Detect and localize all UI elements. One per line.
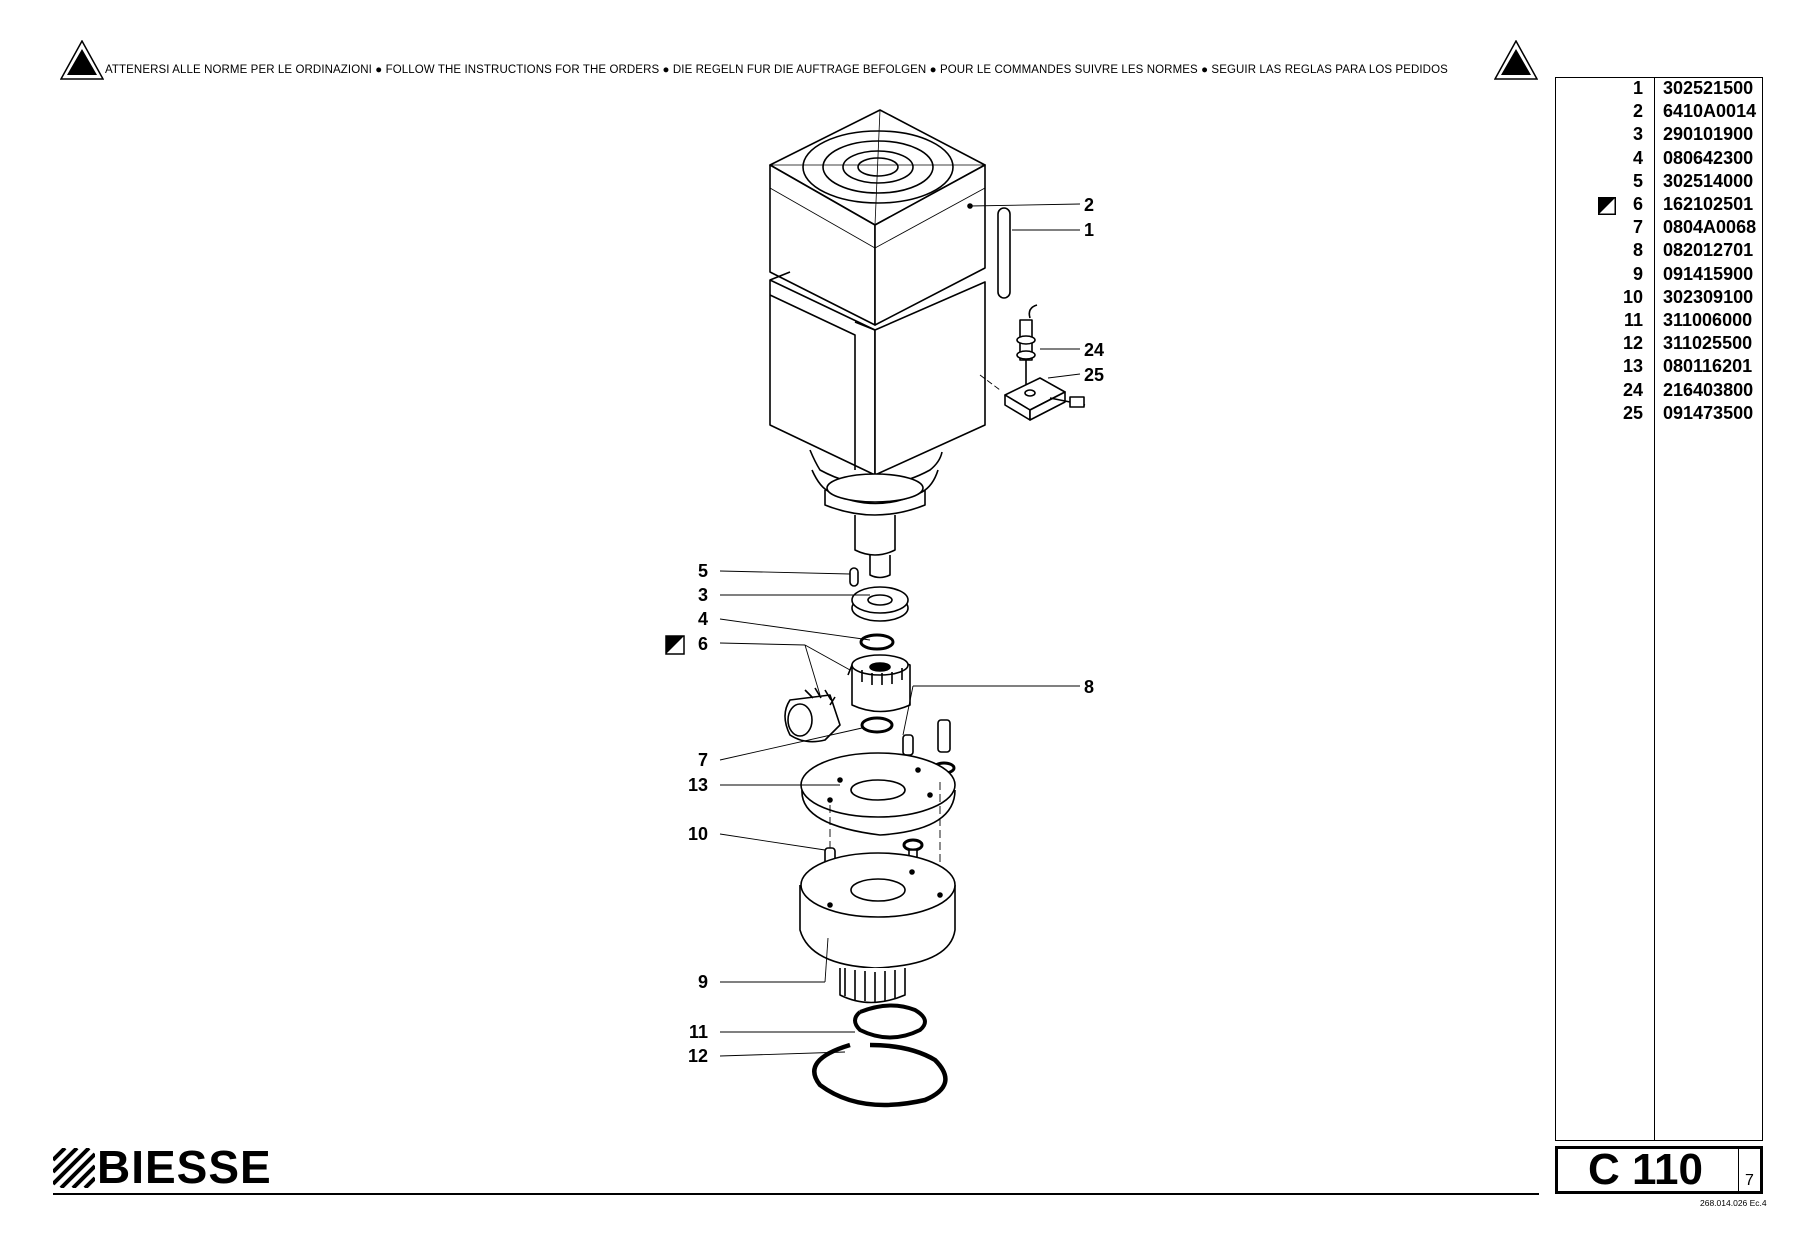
parts-row: 25 091473500 [1556, 403, 1764, 426]
key-part-1 [997, 207, 1011, 299]
washer-part-7 [860, 716, 894, 734]
parts-row: 10 302309100 [1556, 287, 1764, 310]
flange-plate [800, 752, 956, 836]
parts-list-table: 1 302521500 2 6410A0014 3 290101900 4 080642300… [1555, 77, 1763, 1141]
callout-7: 7 [698, 750, 708, 770]
warning-triangle-icon-right [1494, 40, 1538, 80]
proximity-sensor [1016, 304, 1038, 388]
parts-row: 24 216403800 [1556, 380, 1764, 403]
part-code: 311006000 [1663, 310, 1753, 330]
callout-9: 9 [698, 972, 708, 992]
part-position: 1 [1632, 78, 1643, 98]
callout-4: 4 [698, 609, 708, 629]
parts-row: 4 080642300 [1556, 148, 1764, 171]
page-number: 7 [1745, 1172, 1754, 1189]
part-position: 7 [1632, 217, 1643, 238]
part-code: 302514000 [1663, 170, 1754, 191]
callout-8: 8 [1084, 677, 1094, 697]
part-code: 162102501 [1663, 194, 1754, 214]
order-instructions: ATTENERSI ALLE NORME PER LE ORDINAZIONI … [105, 64, 1448, 76]
part-code: 082012701 [1663, 240, 1754, 261]
callout-11: 11 [689, 1022, 708, 1042]
part-position: 6 [1632, 194, 1643, 214]
parts-row: 1 302521500 [1556, 78, 1764, 101]
part-code: 311025500 [1663, 333, 1753, 354]
drawing-code: C 110 [1588, 1145, 1703, 1194]
part-position: 3 [1632, 124, 1643, 145]
callout-10: 10 [688, 824, 708, 844]
part-position: 11 [1623, 310, 1643, 330]
part-position: 10 [1622, 286, 1643, 307]
part-marker-icon [1598, 197, 1616, 215]
parts-row: 5 302514000 [1556, 171, 1764, 194]
parts-row: 8 082012701 [1556, 240, 1764, 263]
sensor-bracket [979, 374, 1086, 421]
callout-3: 3 [698, 585, 708, 605]
parts-row: 3 290101900 [1556, 124, 1764, 147]
parts-row: 11 311006000 [1556, 310, 1764, 333]
biesse-logo: BIESSE [53, 1141, 293, 1193]
ball-bearing [851, 586, 909, 622]
part-position: 2 [1632, 101, 1643, 122]
part-code: 6410A0014 [1663, 101, 1757, 122]
parts-row: 13 080116201 [1556, 356, 1764, 379]
footer-rule [53, 1193, 1539, 1195]
callout-25: 25 [1084, 365, 1104, 385]
washer-part-4 [859, 633, 895, 651]
part-code: 080116201 [1663, 356, 1753, 377]
leader-lines [719, 203, 1081, 1057]
brand-name: BIESSE [97, 1141, 272, 1193]
parts-row: 6 162102501 [1556, 194, 1764, 217]
motor-housing [769, 109, 986, 579]
part-code: 302309100 [1663, 286, 1754, 307]
document-reference: 268.014.026 Ec.4 [1700, 1198, 1767, 1208]
parts-row: 9 091415900 [1556, 264, 1764, 287]
snap-ring-11 [853, 1003, 927, 1040]
parts-row: 12 311025500 [1556, 333, 1764, 356]
parts-row: 2 6410A0014 [1556, 101, 1764, 124]
part-marker-icon [665, 635, 685, 655]
part-position: 25 [1622, 402, 1643, 423]
part-position: 12 [1622, 333, 1643, 354]
key-part-5 [849, 567, 859, 587]
part-position: 5 [1632, 170, 1643, 191]
bevel-gear-pair [784, 654, 911, 743]
part-position: 13 [1622, 356, 1643, 377]
callout-12: 12 [688, 1046, 708, 1066]
callout-6: 6 [698, 634, 708, 654]
part-code: 302521500 [1663, 78, 1754, 98]
callout-1: 1 [1084, 220, 1094, 240]
part-code: 216403800 [1663, 379, 1754, 400]
drawing-code-box: C 110 7 [1555, 1145, 1763, 1194]
part-position: 8 [1632, 240, 1643, 261]
part-code: 091473500 [1663, 402, 1754, 423]
part-code: 290101900 [1663, 124, 1754, 145]
callout-24: 24 [1084, 340, 1104, 360]
part-position: 9 [1632, 263, 1643, 284]
callout-2: 2 [1084, 195, 1094, 215]
snap-ring-12 [812, 1042, 948, 1108]
callout-13: 13 [688, 775, 708, 795]
parts-row: 7 0804A0068 [1556, 217, 1764, 240]
warning-triangle-icon [60, 40, 104, 80]
biesse-logo-mark-icon [53, 1148, 95, 1188]
callout-5: 5 [698, 561, 708, 581]
header-warning-bar: ATTENERSI ALLE NORME PER LE ORDINAZIONI … [60, 40, 1538, 80]
part-position: 4 [1632, 147, 1643, 168]
gear-housing [799, 852, 956, 1004]
part-position: 24 [1622, 379, 1643, 400]
part-code: 0804A0068 [1663, 217, 1757, 238]
part-code: 091415900 [1663, 263, 1754, 284]
part-code: 080642300 [1663, 147, 1754, 168]
